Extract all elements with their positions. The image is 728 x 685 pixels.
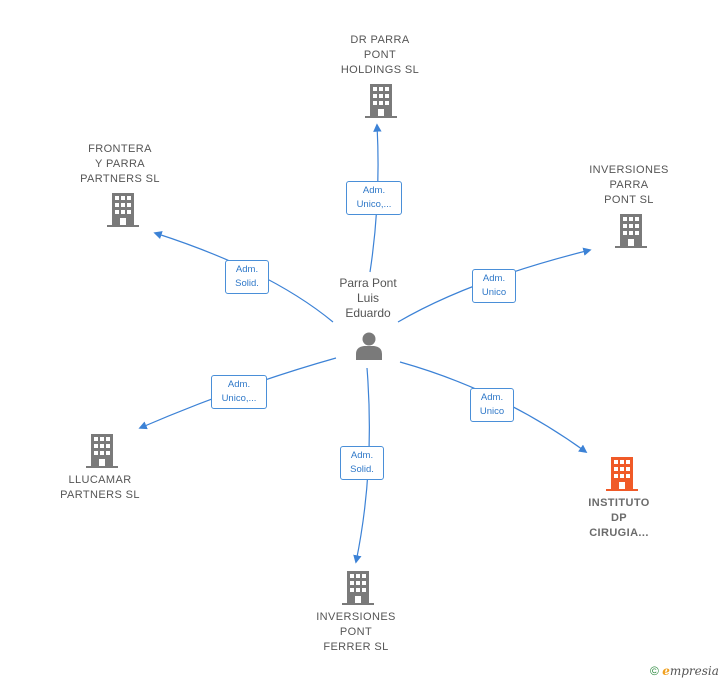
building-icon[interactable] xyxy=(342,571,374,605)
relation-badge-inversiones-pont-ferrer[interactable]: Adm. Solid. xyxy=(340,446,384,480)
person-icon[interactable] xyxy=(354,330,384,360)
building-icon[interactable] xyxy=(615,214,647,248)
company-name-llucamar-partners[interactable]: LLUCAMAR PARTNERS SL xyxy=(60,474,140,501)
relation-badge-frontera-y-parra-partners[interactable]: Adm. Solid. xyxy=(225,260,269,294)
building-icon[interactable] xyxy=(365,84,397,118)
empresia-logo: empresia xyxy=(662,664,719,678)
company-name-dr-parra-pont-holdings[interactable]: DR PARRA PONT HOLDINGS SL xyxy=(340,34,420,76)
company-name-inversiones-pont-ferrer[interactable]: INVERSIONES PONT FERRER SL xyxy=(316,611,396,653)
copyright-symbol: © xyxy=(650,664,659,678)
relation-badge-llucamar-partners[interactable]: Adm. Unico,... xyxy=(211,375,267,409)
building-icon-highlighted[interactable] xyxy=(606,457,638,491)
relation-badge-inversiones-parra-pont[interactable]: Adm. Unico xyxy=(472,269,516,303)
building-icon[interactable] xyxy=(86,434,118,468)
company-name-inversiones-parra-pont[interactable]: INVERSIONES PARRA PONT SL xyxy=(589,164,669,206)
footer-brand: © empresia xyxy=(650,664,719,678)
person-name[interactable]: Parra Pont Luis Eduardo xyxy=(339,276,397,320)
company-name-instituto-dp-cirugia[interactable]: INSTITUTO DP CIRUGIA... xyxy=(588,497,650,539)
building-icon[interactable] xyxy=(107,193,139,227)
relation-badge-instituto-dp-cirugia[interactable]: Adm. Unico xyxy=(470,388,514,422)
relation-badge-dr-parra-pont-holdings[interactable]: Adm. Unico,... xyxy=(346,181,402,215)
company-name-frontera-y-parra-partners[interactable]: FRONTERA Y PARRA PARTNERS SL xyxy=(80,143,160,185)
